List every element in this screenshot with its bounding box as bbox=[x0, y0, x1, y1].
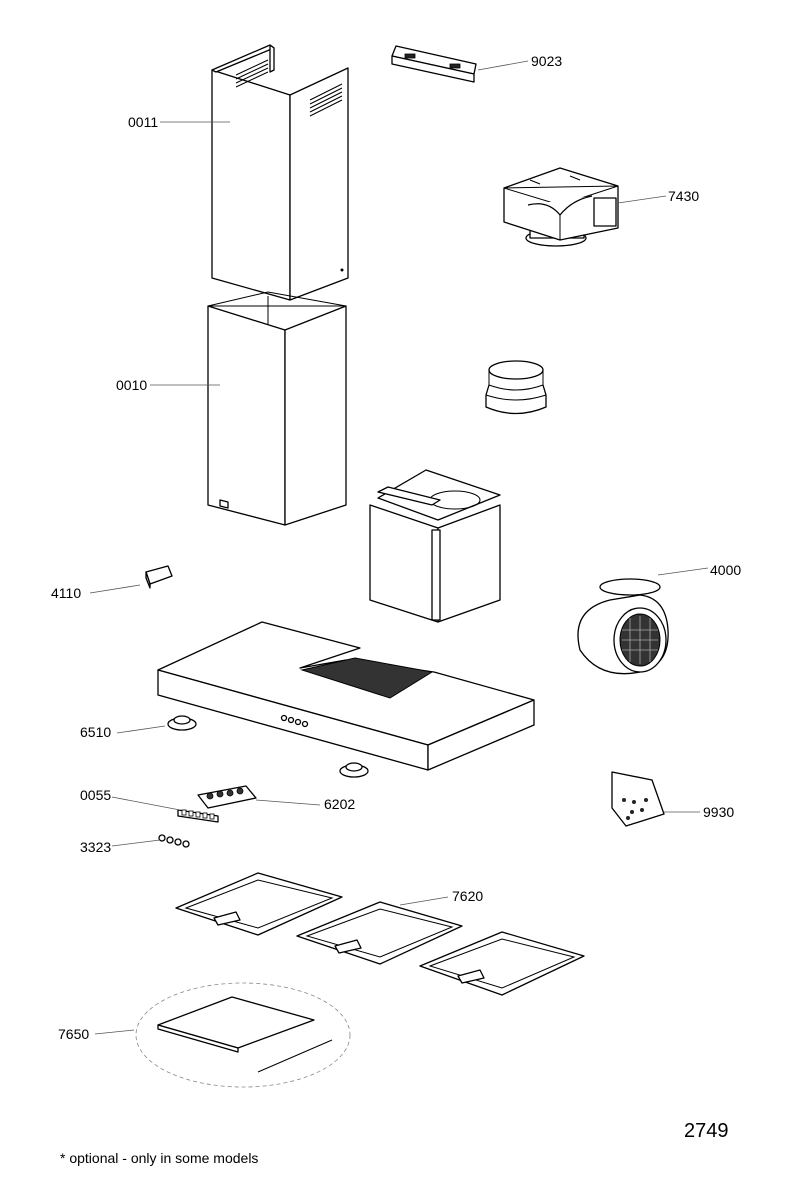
upper-chimney-cover bbox=[211, 44, 349, 301]
button-strip bbox=[177, 809, 219, 823]
diagram-reference-number: 2749 bbox=[684, 1120, 729, 1142]
label-4110: 4110 bbox=[51, 585, 81, 601]
label-9930: 9930 bbox=[703, 804, 734, 820]
duct-ring bbox=[485, 360, 547, 415]
duct-adapter bbox=[503, 167, 619, 247]
footnote: * optional - only in some models bbox=[60, 1150, 259, 1166]
label-0011: 0011 bbox=[128, 114, 158, 130]
push-buttons bbox=[158, 834, 190, 848]
hood-canopy bbox=[157, 621, 535, 771]
leader-lines bbox=[89, 60, 709, 1035]
switch-board bbox=[197, 785, 257, 809]
label-7650: 7650 bbox=[58, 1026, 89, 1042]
label-0055: 0055 bbox=[80, 787, 111, 803]
mounting-bracket bbox=[391, 45, 477, 83]
halogen-lamp-1 bbox=[167, 715, 197, 731]
label-4000: 4000 bbox=[710, 562, 741, 578]
label-7620: 7620 bbox=[452, 888, 483, 904]
charcoal-filter-kit bbox=[611, 771, 665, 827]
label-3323: 3323 bbox=[80, 839, 111, 855]
motor-frame bbox=[369, 469, 501, 623]
fan-motor bbox=[577, 578, 669, 675]
grease-filter-3 bbox=[419, 931, 585, 996]
grease-filter-2 bbox=[296, 901, 463, 965]
optional-carbon-filter bbox=[135, 982, 351, 1088]
lower-chimney-cover bbox=[207, 291, 347, 526]
label-6202: 6202 bbox=[324, 796, 355, 812]
transformer bbox=[145, 565, 173, 589]
label-7430: 7430 bbox=[668, 188, 699, 204]
label-6510: 6510 bbox=[80, 724, 111, 740]
label-0010: 0010 bbox=[116, 377, 147, 393]
halogen-lamp-2 bbox=[339, 762, 369, 778]
label-9023: 9023 bbox=[531, 53, 562, 69]
grease-filter-1 bbox=[175, 872, 343, 936]
